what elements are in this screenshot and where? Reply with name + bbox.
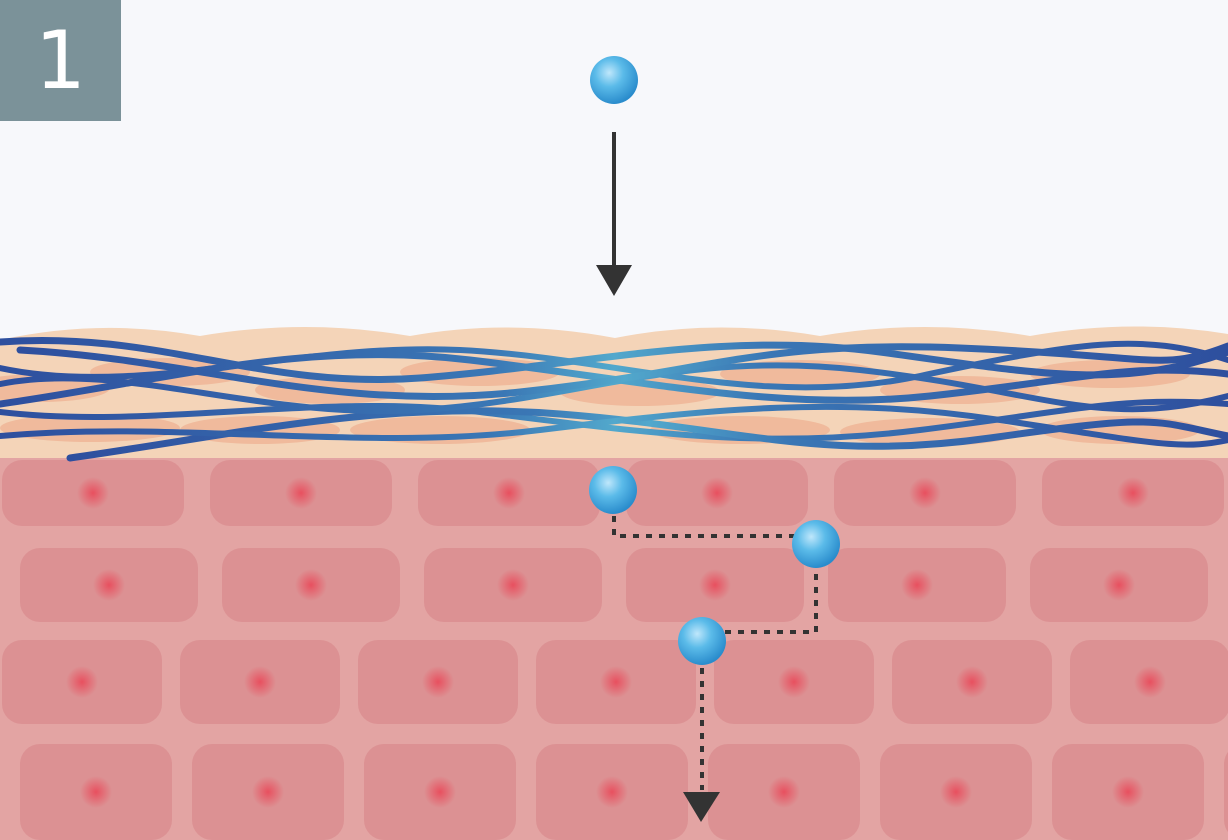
cell-nucleus xyxy=(497,569,529,601)
cell-nucleus xyxy=(1117,477,1149,509)
diffusion-arrow-head xyxy=(683,792,720,822)
cell-nucleus xyxy=(424,776,456,808)
skin-cell xyxy=(1224,752,1228,832)
cell-nucleus xyxy=(295,569,327,601)
cell-nucleus xyxy=(596,776,628,808)
cell-nucleus xyxy=(422,666,454,698)
molecule-sphere xyxy=(678,617,726,665)
cell-nucleus xyxy=(1134,666,1166,698)
collagen-fiber xyxy=(0,336,1228,384)
cell-nucleus xyxy=(93,569,125,601)
molecule-sphere xyxy=(792,520,840,568)
molecule-sphere xyxy=(590,56,638,104)
cell-nucleus xyxy=(1103,569,1135,601)
collagen-fiber xyxy=(0,398,1228,442)
cell-nucleus xyxy=(901,569,933,601)
cell-nucleus xyxy=(244,666,276,698)
cell-nucleus xyxy=(956,666,988,698)
cell-nucleus xyxy=(940,776,972,808)
cell-grid xyxy=(2,460,1228,840)
cell-nucleus xyxy=(252,776,284,808)
cell-nucleus xyxy=(909,477,941,509)
cell-nucleus xyxy=(778,666,810,698)
collagen-fiber xyxy=(66,407,1228,462)
cell-nucleus xyxy=(66,666,98,698)
collagen-fiber xyxy=(0,403,1228,448)
cell-nucleus xyxy=(1112,776,1144,808)
collagen-fiber xyxy=(16,342,1228,401)
cell-nucleus xyxy=(77,477,109,509)
cell-nucleus xyxy=(80,776,112,808)
cell-nucleus xyxy=(493,477,525,509)
cell-nucleus xyxy=(600,666,632,698)
molecule-sphere xyxy=(589,466,637,514)
penetration-arrow-head xyxy=(596,265,632,296)
cell-nucleus xyxy=(701,477,733,509)
collagen-fiber xyxy=(0,351,1228,408)
step-number-badge: 1 xyxy=(0,0,121,121)
cell-nucleus xyxy=(285,477,317,509)
cell-nucleus xyxy=(768,776,800,808)
cell-nucleus xyxy=(699,569,731,601)
collagen-fiber-mesh xyxy=(0,336,1228,462)
